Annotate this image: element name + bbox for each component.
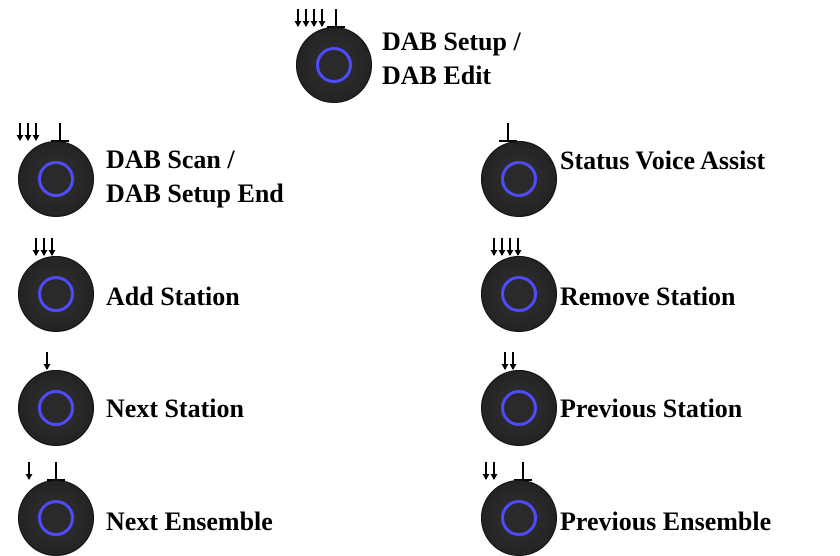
knob-icon — [481, 370, 557, 446]
knob-icon — [296, 27, 372, 103]
led-ring-icon — [38, 161, 74, 197]
label-line-1: Status Voice Assist — [560, 146, 766, 175]
knob-icon — [18, 256, 94, 332]
label-dab-scan: DAB Scan / DAB Setup End — [106, 143, 284, 211]
label-line-2: DAB Setup End — [106, 179, 284, 208]
label-add-station: Add Station — [106, 280, 240, 314]
label-line-1: Next Station — [106, 394, 244, 423]
gesture-icon — [490, 237, 526, 259]
knob-icon — [481, 256, 557, 332]
led-ring-icon — [501, 390, 537, 426]
knob-icon — [18, 370, 94, 446]
label-line-1: Next Ensemble — [106, 507, 273, 536]
gesture-icon — [501, 351, 523, 373]
led-ring-icon — [316, 47, 352, 83]
led-ring-icon — [38, 276, 74, 312]
label-line-1: Remove Station — [560, 282, 736, 311]
label-line-1: Previous Station — [560, 394, 743, 423]
label-status-voice: Status Voice Assist — [560, 144, 765, 178]
label-remove-station: Remove Station — [560, 280, 735, 314]
led-ring-icon — [38, 390, 74, 426]
label-next-ensemble: Next Ensemble — [106, 505, 273, 539]
label-dab-setup: DAB Setup / DAB Edit — [382, 25, 521, 93]
knob-icon — [481, 480, 557, 556]
label-line-2: DAB Edit — [382, 61, 492, 90]
label-previous-station: Previous Station — [560, 392, 742, 426]
led-ring-icon — [501, 161, 537, 197]
led-ring-icon — [501, 276, 537, 312]
label-line-1: Add Station — [106, 282, 240, 311]
gesture-icon — [32, 237, 64, 259]
label-previous-ensemble: Previous Ensemble — [560, 505, 771, 539]
led-ring-icon — [38, 500, 74, 536]
knob-icon — [18, 480, 94, 556]
label-line-1: Previous Ensemble — [560, 507, 772, 536]
label-line-1: DAB Setup / — [382, 27, 521, 56]
label-next-station: Next Station — [106, 392, 244, 426]
led-ring-icon — [501, 500, 537, 536]
knob-icon — [481, 141, 557, 217]
knob-icon — [18, 141, 94, 217]
gesture-icon — [43, 351, 57, 373]
label-line-1: DAB Scan / — [106, 145, 235, 174]
